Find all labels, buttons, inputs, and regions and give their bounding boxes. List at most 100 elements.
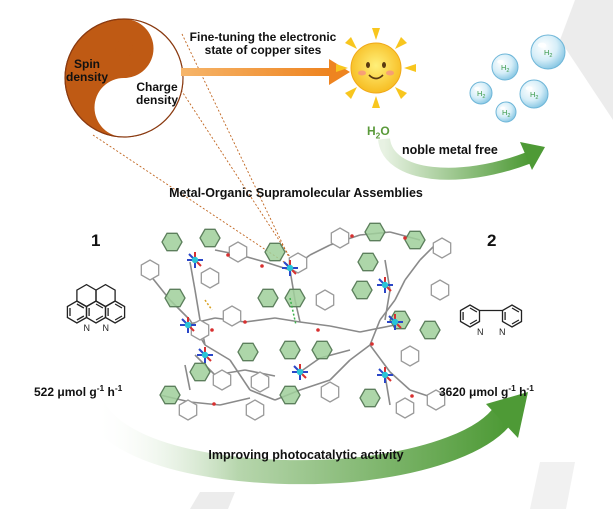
compound-2-number: 2 bbox=[487, 231, 497, 250]
h2-bubble-label: H2 bbox=[477, 89, 485, 100]
h2-bubble-label: H2 bbox=[502, 108, 510, 119]
framework-bond bbox=[184, 364, 191, 391]
aromatic-ring bbox=[279, 340, 301, 360]
noble-metal-free-label: noble metal free bbox=[402, 143, 498, 157]
aromatic-ring bbox=[400, 345, 420, 367]
aromatic-ring bbox=[432, 237, 452, 259]
framework-bond bbox=[204, 344, 231, 361]
ring bbox=[76, 283, 97, 308]
aromatic-ring bbox=[257, 288, 279, 308]
framework-bond bbox=[359, 324, 396, 333]
h2-bubble: H2 bbox=[469, 81, 493, 105]
copper-center bbox=[387, 314, 403, 330]
oxygen-atom bbox=[210, 328, 214, 332]
aromatic-ring bbox=[426, 389, 446, 411]
compound-1-rate: 522 μmol g-1 h-1 bbox=[34, 383, 123, 399]
aromatic-ring bbox=[320, 381, 340, 403]
copper-center bbox=[292, 364, 308, 380]
framework-bond bbox=[369, 319, 381, 346]
aromatic-ring bbox=[404, 230, 426, 250]
framework-bond bbox=[404, 259, 421, 281]
h2-bubble-label: H2 bbox=[501, 63, 509, 74]
aromatic-ring bbox=[430, 279, 450, 301]
h2-bubble: H2 bbox=[491, 53, 519, 81]
framework-bond bbox=[349, 344, 371, 361]
ring bbox=[95, 283, 116, 308]
figure-title: Metal-Organic Supramolecular Assemblies bbox=[169, 186, 423, 200]
copper-center bbox=[377, 367, 393, 383]
aromatic-ring bbox=[284, 288, 306, 308]
framework-bond bbox=[299, 321, 331, 327]
copper-center bbox=[282, 260, 298, 276]
charge-density-label: Charge density bbox=[136, 80, 179, 108]
framework-bond bbox=[394, 279, 406, 301]
framework-bond bbox=[369, 344, 391, 373]
nitrogen-label: N bbox=[499, 327, 506, 337]
sun-icon bbox=[336, 28, 416, 108]
h2-bubble-label: H2 bbox=[530, 90, 538, 101]
aromatic-ring bbox=[237, 342, 259, 362]
aromatic-ring bbox=[264, 242, 286, 262]
aromatic-ring bbox=[199, 228, 221, 248]
nitrogen-label: N bbox=[83, 323, 90, 333]
watermark-bands bbox=[190, 0, 613, 509]
framework-structure bbox=[140, 222, 452, 421]
yin-yang-symbol bbox=[64, 18, 184, 138]
oxygen-atom bbox=[316, 328, 320, 332]
aromatic-ring bbox=[395, 397, 415, 419]
pi-interaction bbox=[289, 297, 297, 326]
aromatic-ring bbox=[189, 362, 211, 382]
aromatic-ring bbox=[279, 385, 301, 405]
aromatic-ring bbox=[212, 369, 232, 391]
aromatic-ring bbox=[164, 288, 186, 308]
aromatic-ring bbox=[222, 305, 242, 327]
aromatic-ring bbox=[351, 280, 373, 300]
framework-bond bbox=[299, 379, 331, 391]
framework-bond bbox=[274, 317, 301, 323]
framework-bond bbox=[229, 359, 251, 391]
oxygen-atom bbox=[350, 234, 354, 238]
framework-bond bbox=[329, 325, 361, 333]
aromatic-ring bbox=[357, 252, 379, 272]
oxygen-atom bbox=[410, 394, 414, 398]
aromatic-ring bbox=[200, 267, 220, 289]
framework-bond bbox=[329, 359, 351, 381]
copper-center bbox=[197, 347, 213, 363]
oxygen-atom bbox=[370, 342, 374, 346]
aromatic-ring bbox=[245, 399, 265, 421]
aromatic-ring bbox=[250, 371, 270, 393]
copper-center bbox=[377, 277, 393, 293]
framework-bond bbox=[389, 371, 411, 391]
aromatic-ring bbox=[315, 289, 335, 311]
zoom-guide-lines bbox=[92, 33, 297, 273]
framework-bond bbox=[219, 397, 251, 406]
oxygen-atom bbox=[403, 236, 407, 240]
oxygen-atom bbox=[243, 320, 247, 324]
aromatic-ring bbox=[364, 222, 386, 242]
compound-1-number: 1 bbox=[91, 231, 101, 250]
aromatic-ring bbox=[161, 232, 183, 252]
oxygen-atom bbox=[226, 253, 230, 257]
aromatic-ring bbox=[140, 259, 160, 281]
compound-2-rate: 3620 μmol g-1 h-1 bbox=[439, 383, 534, 399]
framework-bond bbox=[249, 389, 276, 401]
h2-bubble: H2 bbox=[495, 101, 517, 123]
improving-activity-label: Improving photocatalytic activity bbox=[208, 448, 404, 462]
h2-bubble: H2 bbox=[530, 34, 566, 70]
aromatic-ring bbox=[330, 227, 350, 249]
aromatic-ring bbox=[178, 399, 198, 421]
aromatic-ring bbox=[359, 388, 381, 408]
h2-bubble-label: H2 bbox=[544, 48, 552, 59]
spin-density-label: Spin density bbox=[66, 57, 109, 85]
copper-center bbox=[180, 317, 196, 333]
aromatic-ring bbox=[311, 340, 333, 360]
aromatic-ring bbox=[159, 385, 181, 405]
water-label: H2O bbox=[367, 124, 390, 141]
oxygen-atom bbox=[212, 402, 216, 406]
oxygen-atom bbox=[260, 264, 264, 268]
framework-bond bbox=[309, 244, 331, 256]
framework-bond bbox=[379, 299, 396, 321]
